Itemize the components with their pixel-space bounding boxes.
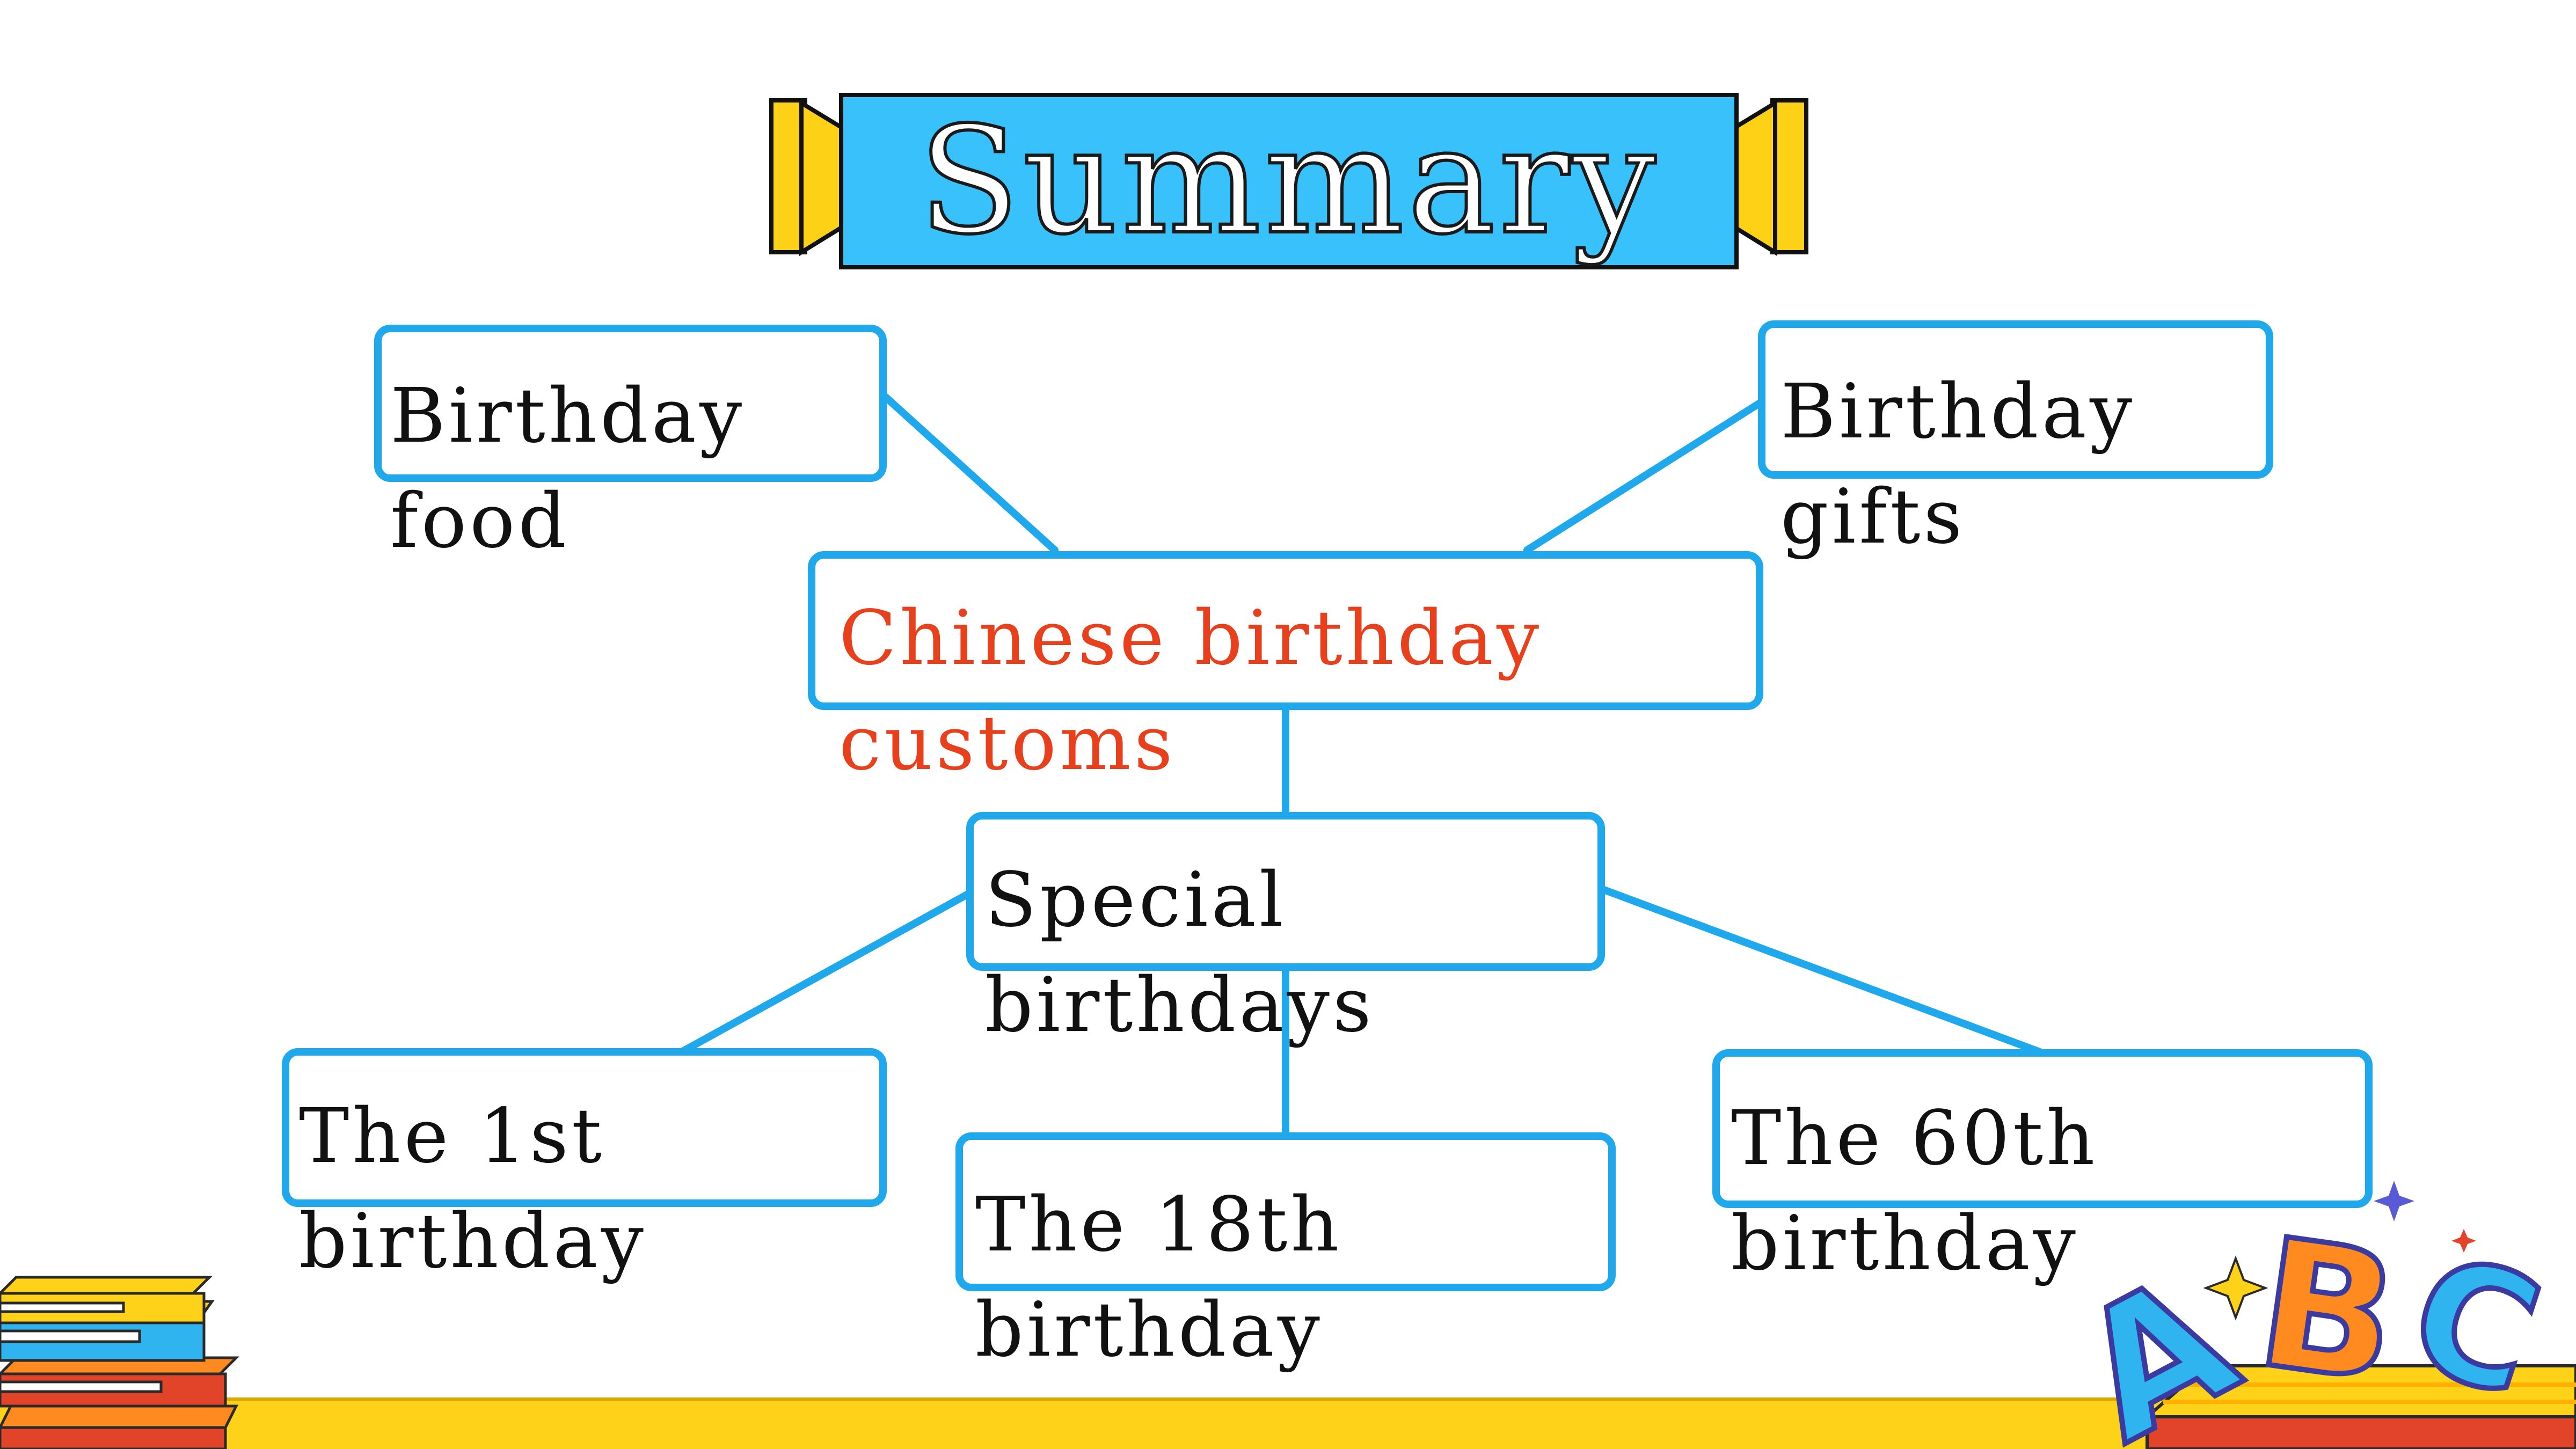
sparkle-icon <box>2451 1229 2476 1253</box>
abc-blocks-icon <box>2142 1364 2576 1449</box>
sixtieth-line1: The 60th <box>1731 1095 2098 1182</box>
food-line2: food <box>390 478 570 565</box>
special-line2: birthdays <box>985 962 1375 1049</box>
node-eighteenth-birthday <box>955 1132 1616 1291</box>
food-line1: Birthday <box>390 372 746 460</box>
node-birthday-gifts <box>1758 320 2273 479</box>
letter-b-icon: B <box>2247 1200 2410 1423</box>
page-title: Summary <box>917 93 1659 268</box>
connector-food <box>882 393 1059 554</box>
sparkle-icon <box>2203 1255 2268 1321</box>
sparkle-icon <box>2374 1181 2414 1221</box>
first-line2: birthday <box>299 1198 647 1285</box>
title-banner <box>839 93 1739 269</box>
node-first-birthday <box>282 1048 887 1207</box>
center-line1: Chinese birthday <box>839 595 1543 682</box>
gifts-line1: Birthday <box>1780 368 2136 456</box>
center-line2: customs <box>839 700 1176 787</box>
node-birthday-food <box>374 325 887 482</box>
eighteenth-line1: The 18th <box>975 1181 1342 1269</box>
node-center-topic <box>808 551 1763 710</box>
sixtieth-line2: birthday <box>1731 1200 2079 1287</box>
node-sixtieth-birthday <box>1712 1049 2373 1208</box>
connector-gifts <box>1523 399 1764 554</box>
connector-sixtieth <box>1596 884 2044 1056</box>
node-special-birthdays <box>966 812 1605 971</box>
first-line1: The 1st <box>299 1093 605 1180</box>
connector-first <box>678 890 973 1056</box>
books-stack-icon <box>0 1276 240 1449</box>
eighteenth-line2: birthday <box>975 1286 1323 1374</box>
gifts-line2: gifts <box>1780 473 1966 561</box>
special-line1: Special <box>985 857 1287 944</box>
